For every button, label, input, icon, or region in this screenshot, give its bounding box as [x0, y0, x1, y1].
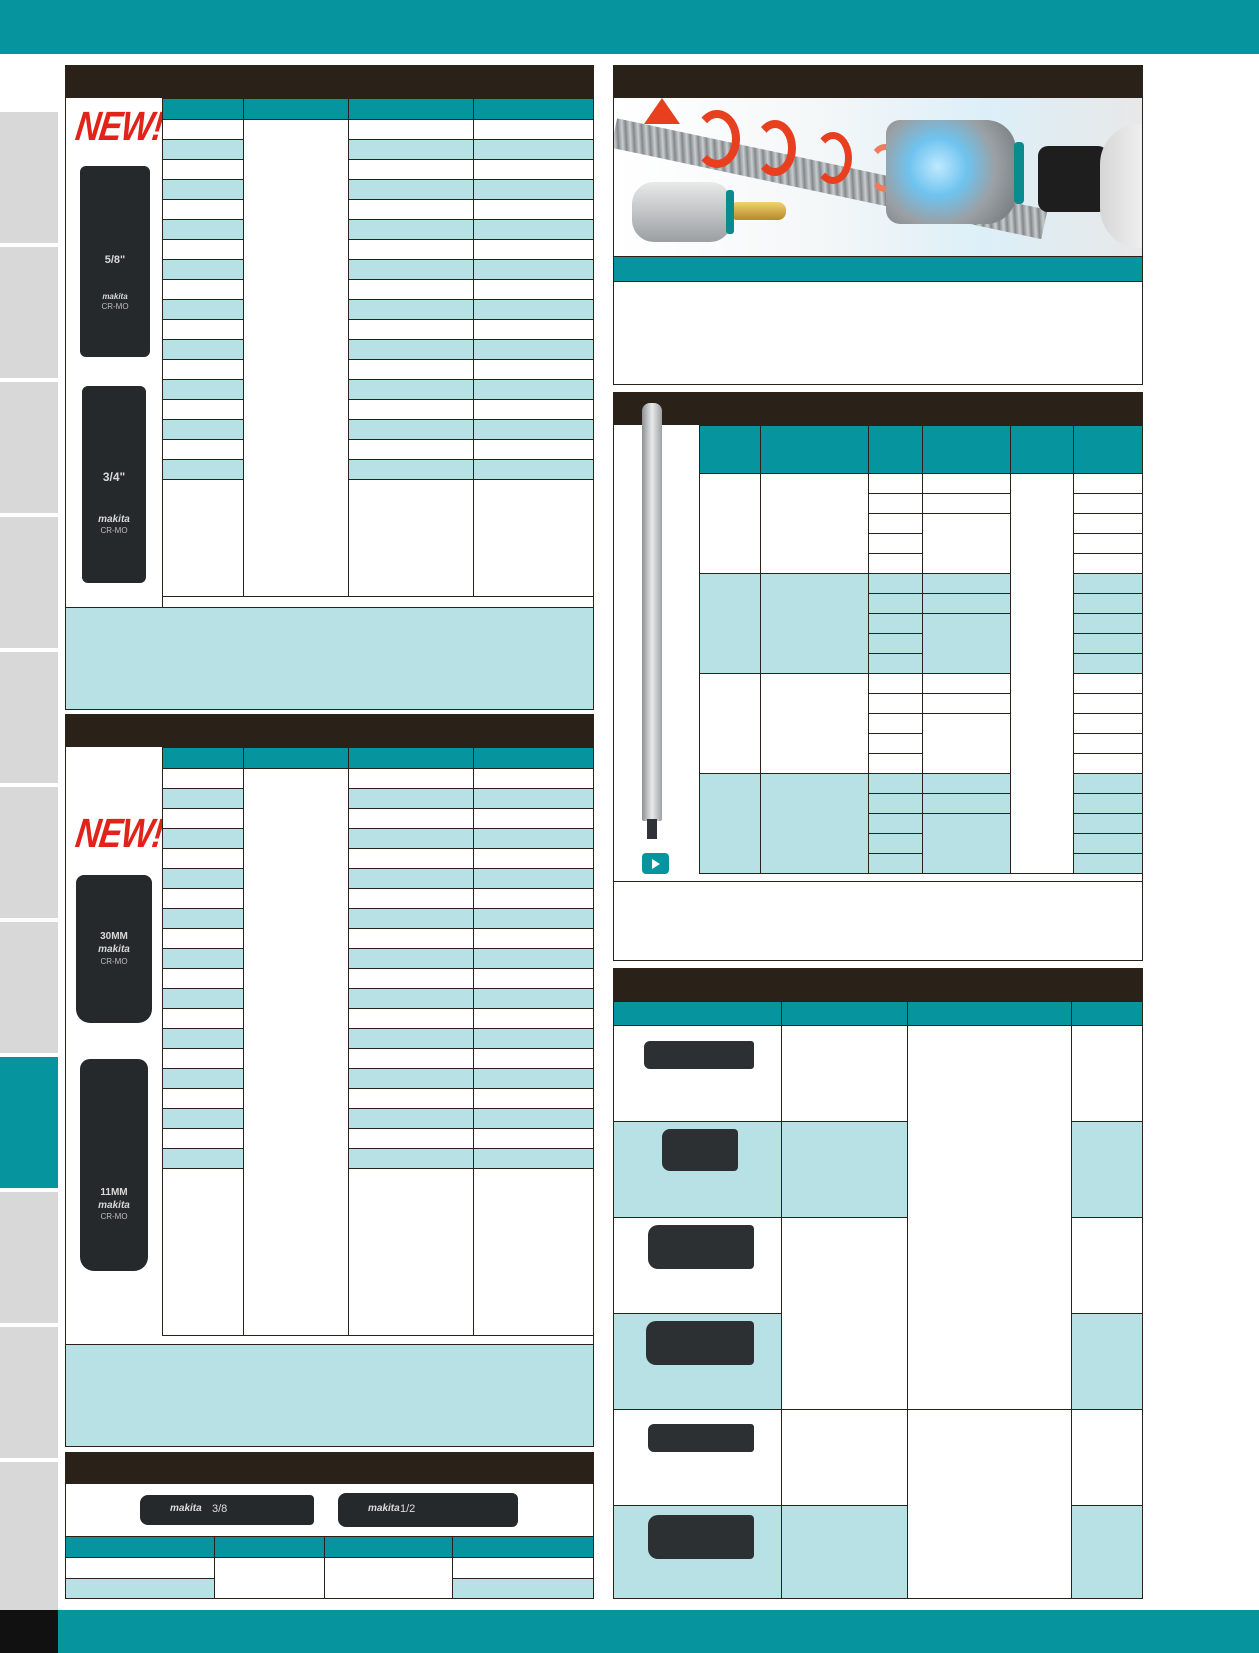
socket-material-label: CR-MO: [101, 302, 129, 311]
metric-socket-note: [66, 1344, 593, 1446]
side-tab-4[interactable]: [0, 517, 58, 650]
socket-image-11mm: 11MM makita CR-MO: [80, 1059, 148, 1271]
rotation-ribbon-2: [754, 120, 796, 176]
socket-image-30mm: 30MM makita CR-MO: [76, 875, 152, 1023]
small-nut-setter-image: [632, 182, 732, 242]
long-nut-setter-image: [642, 403, 662, 821]
short-extension-image: [648, 1424, 754, 1452]
socket-brand-label: makita: [98, 514, 130, 525]
adapter-panel: makita 3/8 makita 1/2: [65, 1452, 594, 1599]
sae-socket-note: [66, 607, 593, 709]
adapter-image-1-2: makita 1/2: [338, 1493, 518, 1527]
side-tab-2[interactable]: [0, 247, 58, 380]
socket-image-3-4: 3/4" makita CR-MO: [82, 386, 146, 583]
sae-socket-panel-header: [66, 66, 593, 98]
adapter-size-label: 1/2: [400, 1503, 416, 1515]
sae-image-column-divider: [162, 98, 163, 612]
nut-setter-table: [699, 425, 1142, 874]
socket-brand-label: makita: [102, 292, 128, 301]
rotation-arrow-icon: [644, 98, 680, 124]
adapter-size-label: 3/8: [212, 1503, 228, 1515]
hex-shank-image: [734, 202, 786, 220]
adapter-brand-label: makita: [368, 1503, 400, 1514]
metric-socket-panel: NEW! 30MM makita CR-MO 11MM makita CR-MO: [65, 714, 594, 1447]
impact-accessory-panel-header: [614, 969, 1142, 1001]
new-badge-icon: NEW!: [72, 104, 166, 150]
nut-setter-panel: [613, 392, 1143, 961]
feature-panel-header: [614, 66, 1142, 98]
drill-chuck-image: [1038, 146, 1108, 212]
universal-joint-image-2: [646, 1321, 754, 1365]
socket-size-label: 30MM: [100, 931, 128, 942]
universal-joint-image-3: [648, 1515, 754, 1559]
adapter-image-3-8: makita 3/8: [140, 1495, 314, 1525]
socket-size-label: 11MM: [100, 1187, 128, 1198]
impact-accessory-panel: [613, 968, 1143, 1599]
side-tab-1[interactable]: [0, 112, 58, 245]
side-tab-10[interactable]: [0, 1327, 58, 1460]
socket-material-label: CR-MO: [100, 1212, 128, 1221]
long-nut-setter-tip: [647, 819, 657, 839]
side-tab-3[interactable]: [0, 382, 58, 515]
adapter-panel-header: [66, 1453, 593, 1484]
extension-bar-image: [644, 1041, 754, 1069]
rotation-ribbon-3: [814, 132, 852, 184]
small-teal-ring: [726, 190, 734, 234]
universal-joint-image-1: [648, 1225, 754, 1269]
sae-socket-panel: NEW! 5/8" makita CR-MO 3/4" makita CR-MO: [65, 65, 594, 710]
metric-socket-panel-header: [66, 715, 593, 747]
socket-brand-label: makita: [98, 944, 130, 955]
feature-illustration: [614, 98, 1142, 256]
socket-material-label: CR-MO: [100, 957, 128, 966]
socket-brand-label: makita: [98, 1200, 130, 1211]
impact-accessory-table: [614, 1001, 1142, 1598]
side-tab-5[interactable]: [0, 652, 58, 785]
drill-body-image: [1100, 124, 1142, 248]
bottom-banner: [58, 1610, 1259, 1653]
side-tab-6[interactable]: [0, 787, 58, 920]
feature-caption-bar: [614, 256, 1142, 282]
socket-size-label: 3/4": [102, 470, 126, 484]
page-number-block: [0, 1610, 58, 1653]
nut-setter-image: [886, 120, 1016, 224]
sae-socket-table: [162, 98, 593, 597]
adapter-brand-label: makita: [170, 1503, 202, 1514]
feature-panel: [613, 65, 1143, 385]
side-tab-7[interactable]: [0, 922, 58, 1055]
rotation-ribbon-1: [694, 110, 740, 168]
play-video-button[interactable]: [642, 853, 669, 874]
socket-image-5-8: 5/8" makita CR-MO: [80, 166, 150, 357]
side-tab-8-active[interactable]: [0, 1057, 58, 1190]
socket-material-label: CR-MO: [100, 526, 128, 535]
nut-setter-image-divider: [614, 881, 1142, 882]
adapter-table: [66, 1536, 593, 1598]
top-banner: [0, 0, 1259, 54]
nut-setter-panel-header: [614, 393, 1142, 425]
side-tab-9[interactable]: [0, 1192, 58, 1325]
socket-size-label: 5/8": [104, 254, 126, 266]
metric-socket-table: [162, 747, 593, 1336]
new-badge-icon: NEW!: [72, 811, 166, 857]
teal-ring: [1014, 142, 1024, 204]
reducer-adapter-image: [662, 1129, 738, 1171]
